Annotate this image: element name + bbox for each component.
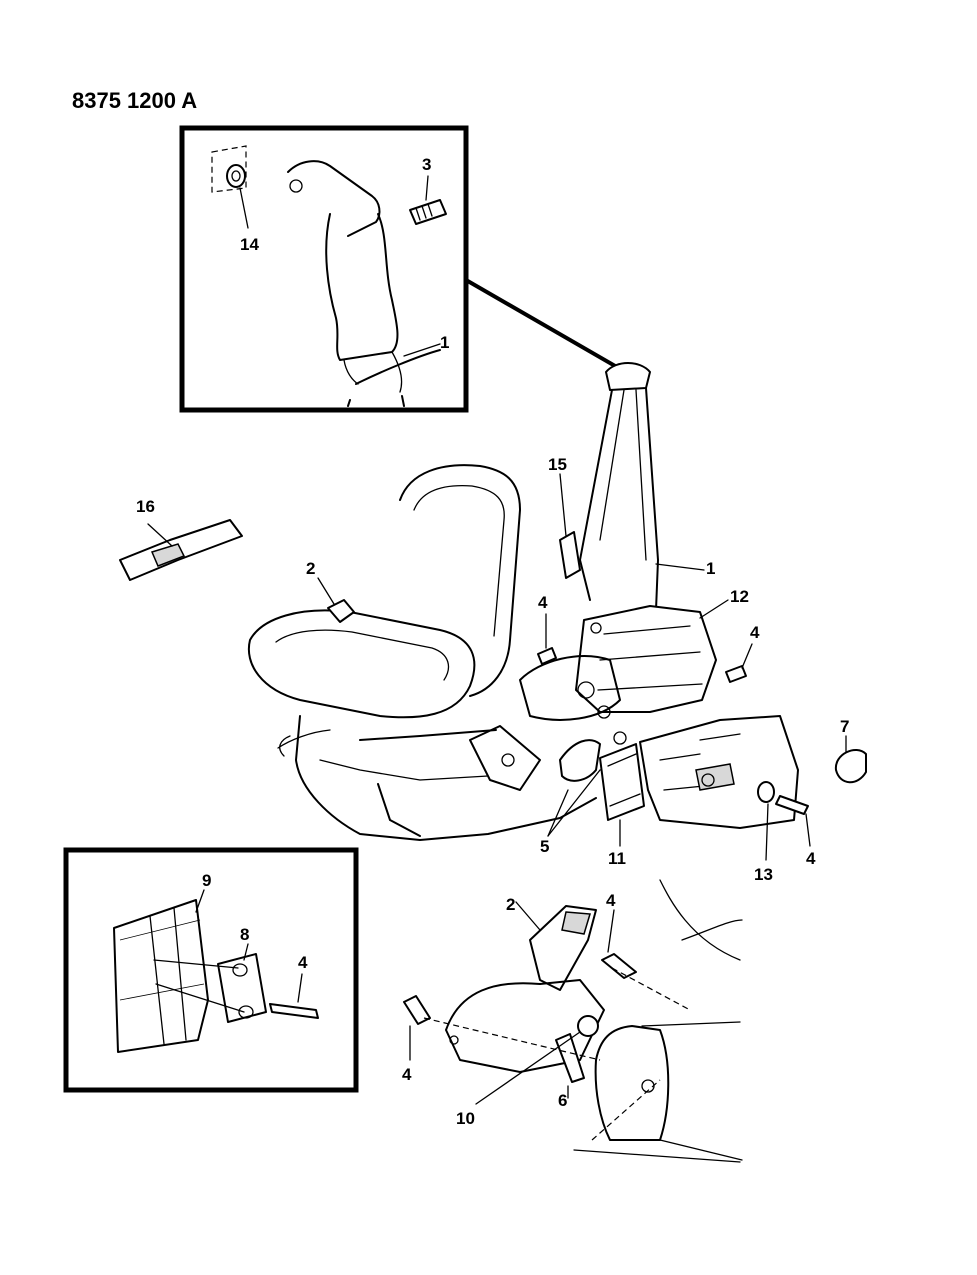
hardware-right: 7 13 4 <box>754 717 867 884</box>
ref-3: 3 <box>422 155 431 174</box>
ref-2-bottom: 2 <box>506 895 515 914</box>
retractor-mechanism <box>519 655 621 721</box>
bolt-4-inset-shape <box>269 1003 319 1019</box>
ref-15: 15 <box>548 455 567 474</box>
washer-14-shape <box>226 164 246 188</box>
seat-cushion <box>247 609 476 719</box>
ref-14: 14 <box>240 235 259 254</box>
buckle-base-bracket <box>445 979 605 1073</box>
ref-4-inset: 4 <box>298 953 308 972</box>
spacer-8-shape <box>217 953 267 1023</box>
ref-4-d: 4 <box>606 891 616 910</box>
bolt-6-shape <box>555 1033 585 1083</box>
plate-11: 11 <box>599 743 645 868</box>
retractor-cover-shape <box>575 605 717 713</box>
bolt-4-right-shape <box>775 795 809 815</box>
belt-1-webbing <box>579 387 659 611</box>
ref-1-main: 1 <box>706 559 715 578</box>
ref-4-a: 4 <box>538 593 548 612</box>
ref-4-c: 4 <box>806 849 816 868</box>
ref-4-e: 4 <box>402 1065 412 1084</box>
upper-anchor-inset: 3 14 1 <box>179 125 469 413</box>
drawing-code: 8375 1200 A <box>72 88 197 113</box>
seat-assembly: 2 <box>247 464 597 841</box>
spacer-inset-frame <box>63 847 359 1093</box>
guide-15-shape <box>559 531 581 579</box>
bolt-4-group-main: 4 4 <box>537 593 760 683</box>
belt-extension-16: 16 <box>119 497 243 581</box>
ref-12: 12 <box>730 587 749 606</box>
cap-7-shape <box>834 749 867 784</box>
floor-panel <box>594 1025 670 1141</box>
shoulder-belt: 15 1 <box>548 362 715 611</box>
anchor-bracket <box>287 160 381 237</box>
ref-2-seat: 2 <box>306 559 315 578</box>
ref-11: 11 <box>608 849 626 868</box>
seat-buckle-shape <box>327 599 355 623</box>
upper-anchor-cover <box>605 362 651 391</box>
ref-9: 9 <box>202 871 211 890</box>
plate-11-shape <box>599 743 645 821</box>
panel-9-shape <box>113 899 209 1053</box>
ref-10: 10 <box>456 1109 475 1128</box>
spacer-inset: 9 8 4 <box>63 847 359 1093</box>
ref-13: 13 <box>754 865 773 884</box>
seat-back <box>399 464 521 697</box>
ref-6: 6 <box>558 1091 567 1110</box>
ref-5: 5 <box>540 837 549 856</box>
seat-riser <box>295 715 597 841</box>
buckle-detail: 2 10 6 4 4 <box>402 879 743 1163</box>
upper-anchor-inset-frame <box>179 125 469 413</box>
belt-1-detail <box>355 349 441 385</box>
ref-4-b: 4 <box>750 623 760 642</box>
brackets-5: 5 <box>469 725 627 856</box>
washer-10-shape <box>577 1015 599 1037</box>
inset-connector-line <box>465 278 637 380</box>
ref-16: 16 <box>136 497 155 516</box>
mounting-plate-outline <box>211 145 247 193</box>
ref-7: 7 <box>840 717 849 736</box>
ref-1-inset: 1 <box>440 333 449 352</box>
retractor-cover-12: 12 <box>519 587 749 721</box>
body-pillar-panel <box>639 715 799 829</box>
ref-8: 8 <box>240 925 249 944</box>
washer-13-shape <box>757 781 775 803</box>
